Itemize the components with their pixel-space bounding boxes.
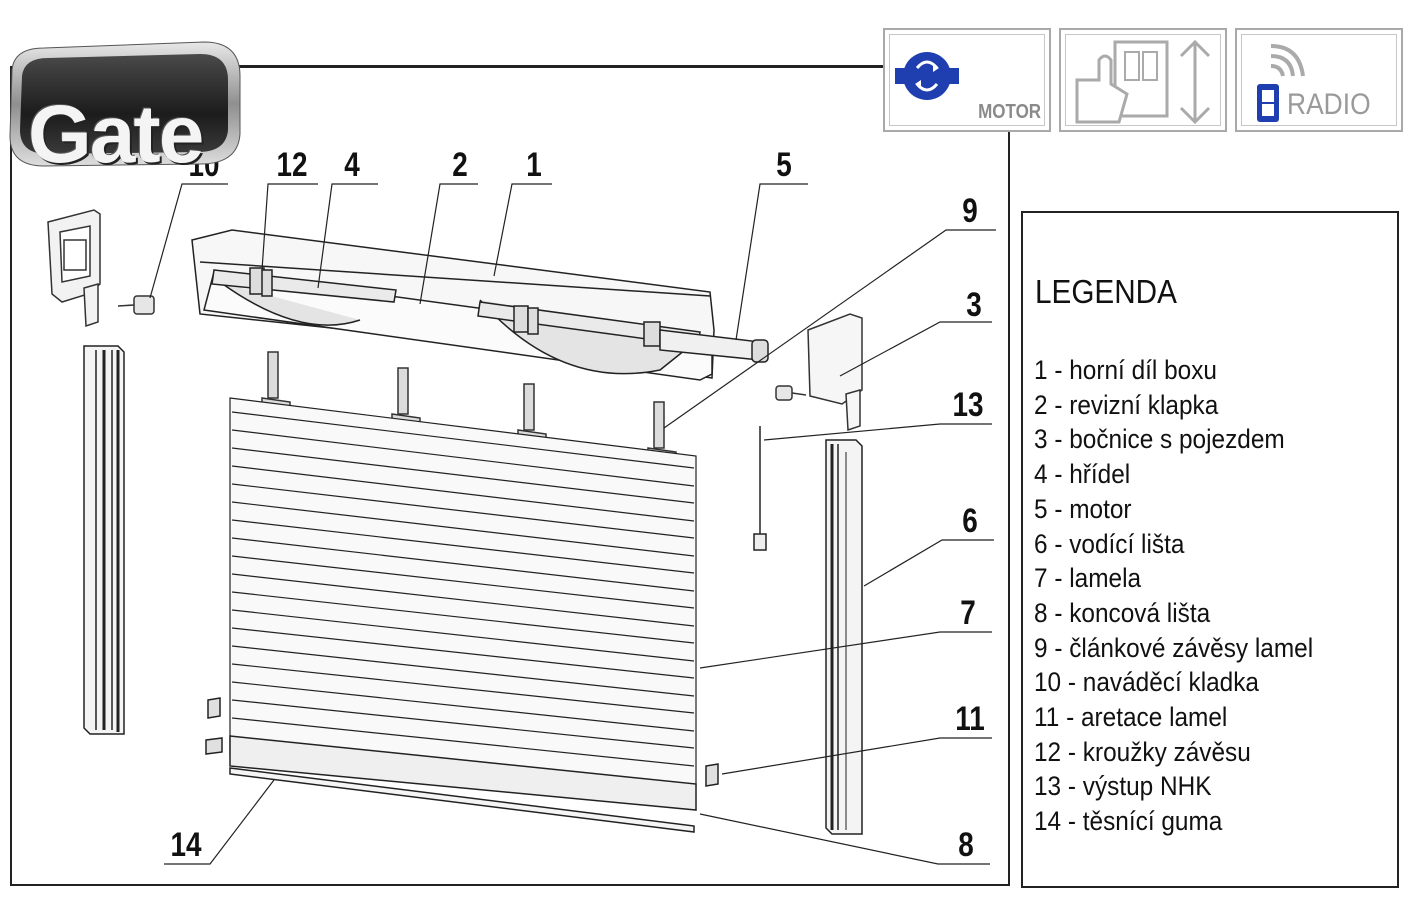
legend-title: LEGENDA: [1035, 273, 1177, 310]
callout-7: 7: [960, 594, 976, 632]
wall-switch-icon: [1075, 40, 1169, 124]
legend-item: 1 - horní díl boxu: [1034, 355, 1217, 385]
callout-11: 11: [955, 700, 985, 738]
legend-item: 4 - hřídel: [1034, 459, 1131, 490]
callout-13: 13: [952, 386, 984, 424]
legend-item: 3 - bočnice s pojezdem: [1034, 424, 1285, 455]
left-guide-rail: [83, 345, 125, 735]
callout-6: 6: [962, 502, 978, 540]
gate-logo: Gate: [4, 40, 242, 180]
left-side-cover: [47, 209, 101, 328]
radio-option-box: RADIO: [1235, 28, 1403, 132]
motor-option-box: MOTOR: [883, 28, 1051, 132]
crank-outlet: [753, 426, 767, 551]
legend-item: 11 - aretace lamel: [1034, 702, 1228, 733]
leader-lines: [149, 183, 996, 865]
logo-text: Gate: [28, 89, 204, 180]
callout-4: 4: [344, 146, 360, 184]
legend-item: 9 - článkové závěsy lamel: [1034, 632, 1314, 663]
callout-9: 9: [962, 192, 978, 230]
legend-item: 7 - lamela: [1034, 563, 1142, 594]
end-bar: [229, 735, 697, 811]
callout-5: 5: [776, 146, 792, 184]
callout-2: 2: [452, 146, 468, 184]
legend-item: 12 - kroužky závěsu: [1034, 736, 1251, 767]
seal-rubber: [229, 767, 695, 833]
shaft: [211, 267, 701, 347]
motor-label: MOTOR: [978, 101, 1041, 123]
callout-12: 12: [276, 146, 308, 184]
slat-locks: [205, 697, 719, 787]
right-guide-rail: [825, 439, 863, 835]
curtain-slats: [229, 397, 697, 787]
legend-item: 5 - motor: [1034, 493, 1132, 524]
legend-list: 1 - horní díl boxu 2 - revizní klapka 3 …: [1034, 353, 1337, 839]
legend-item: 6 - vodící lišta: [1034, 528, 1185, 559]
legend-item: 2 - revizní klapka: [1034, 389, 1219, 420]
callout-14: 14: [170, 826, 202, 864]
radio-remote-icon: [1257, 44, 1305, 122]
legend-item: 10 - naváděcí kladka: [1034, 667, 1259, 698]
motor-icon: [895, 52, 959, 100]
up-down-arrow-icon: [1179, 39, 1211, 125]
switch-option-box: [1059, 28, 1227, 132]
callout-1: 1: [526, 146, 542, 184]
legend-item: 13 - výstup NHK: [1034, 771, 1212, 802]
right-side-cover: [775, 313, 863, 432]
legend-panel: LEGENDA 1 - horní díl boxu 2 - revizní k…: [1021, 211, 1399, 888]
legend-item: 8 - koncová lišta: [1034, 597, 1211, 628]
guide-roller-10: [117, 295, 155, 315]
callout-8: 8: [958, 826, 974, 864]
radio-label: RADIO: [1287, 88, 1371, 121]
legend-item: 14 - těsnící guma: [1034, 806, 1223, 837]
callout-3: 3: [966, 286, 982, 324]
